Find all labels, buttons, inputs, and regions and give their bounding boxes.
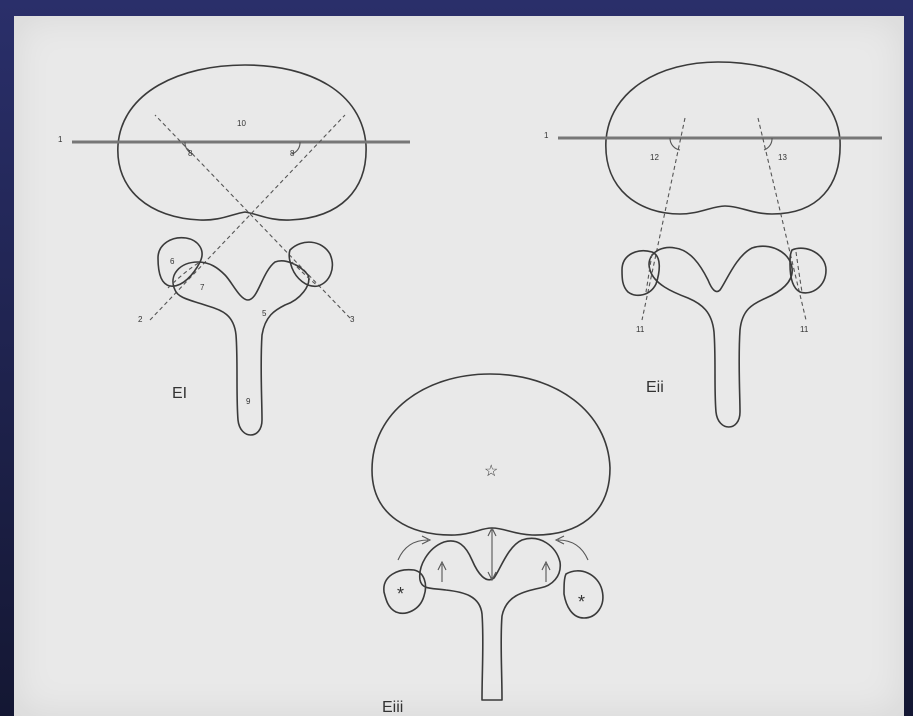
label-facet-inf: 7 xyxy=(200,283,205,292)
label-angle-right-2: 13 xyxy=(778,153,787,162)
joint-line-right-2 xyxy=(796,252,802,292)
inferior-facet-right-2 xyxy=(790,248,826,293)
diagram-ei-label: EI xyxy=(172,385,187,402)
diagram-ei: 10 1 8 8 6 7 5 9 2 3 EI xyxy=(58,65,410,435)
posterior-arch-outline-2 xyxy=(649,246,792,427)
label-angle-right: 8 xyxy=(290,149,295,158)
diagram-eii-label: Eii xyxy=(646,379,664,396)
label-axis-left-2: 11 xyxy=(636,325,645,334)
label-axis-right: 3 xyxy=(350,315,355,324)
label-line: 1 xyxy=(58,135,63,144)
facet-axis-left-2 xyxy=(642,118,685,320)
label-lamina: 5 xyxy=(262,309,267,318)
diagram-eii: 1 12 13 11 11 Eii xyxy=(544,62,882,427)
label-angle-left-2: 12 xyxy=(650,153,659,162)
diagram-eiii-label: Eiii xyxy=(382,699,403,716)
label-body: 10 xyxy=(237,119,246,128)
posterior-arch-outline-3 xyxy=(420,538,561,700)
label-spinous: 9 xyxy=(246,397,251,406)
posterior-arch-outline xyxy=(173,261,309,435)
label-axis-right-2: 11 xyxy=(800,325,809,334)
asterisk-left: * xyxy=(397,584,404,604)
label-line-2: 1 xyxy=(544,131,549,140)
label-axis-left: 2 xyxy=(138,315,143,324)
diagram-eiii: ☆ * * Eiii xyxy=(372,374,610,716)
vertebral-body-outline-3 xyxy=(372,374,610,535)
label-angle-left: 8 xyxy=(188,149,193,158)
inferior-facet-left-2 xyxy=(622,251,659,295)
star-symbol: ☆ xyxy=(484,463,498,480)
asterisk-right: * xyxy=(578,592,585,612)
facet-axis-right xyxy=(155,115,350,318)
label-facet-sup: 6 xyxy=(170,257,175,266)
